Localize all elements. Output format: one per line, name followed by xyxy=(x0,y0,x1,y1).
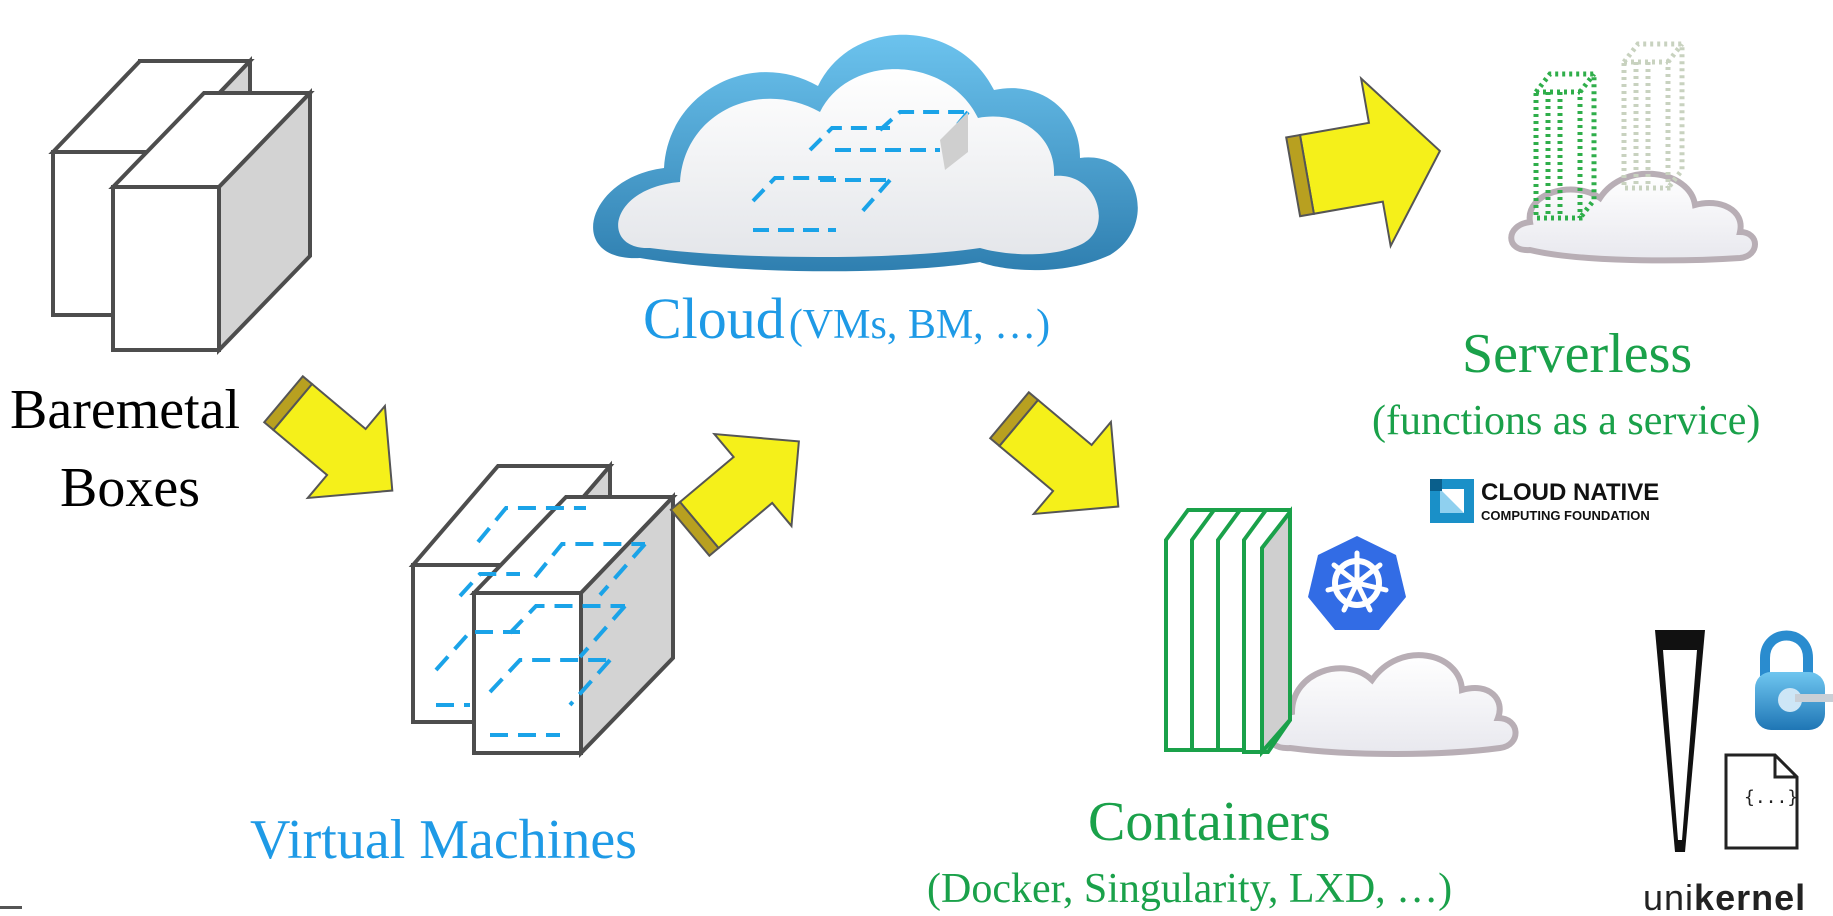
cloud-label-main: Cloud xyxy=(643,286,785,351)
arrow-baremetal-to-vm xyxy=(262,374,394,500)
containers-icon xyxy=(1164,506,1519,758)
baremetal-label-line2: Boxes xyxy=(60,457,200,519)
arrow-cloud-to-containers xyxy=(988,390,1120,516)
cncf-logo-line1: CLOUD NATIVE xyxy=(1481,479,1660,506)
containers-label: Containers xyxy=(1088,791,1331,853)
unikernel-bold: kernel xyxy=(1694,877,1807,916)
virtual-machines-icon xyxy=(408,460,678,758)
arrow-cloud-to-serverless xyxy=(1285,75,1442,250)
json-file-icon xyxy=(1724,753,1799,850)
kubernetes-icon xyxy=(1308,536,1406,630)
baremetal-boxes-icon xyxy=(48,56,315,355)
corner-mark xyxy=(0,906,22,909)
cloud-label-sub: (VMs, BM, …) xyxy=(788,302,1051,348)
unikernel-icon xyxy=(1655,630,1705,852)
serverless-label: Serverless xyxy=(1462,323,1693,385)
unikernel-wordmark: unikernel xyxy=(1643,880,1806,916)
baremetal-label-line1: Baremetal xyxy=(10,379,241,441)
serverless-icon xyxy=(1508,41,1758,264)
cncf-logo-line2: COMPUTING FOUNDATION xyxy=(1481,508,1650,523)
cloud-label: Cloud (VMs, BM, …) xyxy=(643,290,1050,348)
arrow-vm-to-cloud xyxy=(669,432,800,558)
cloud-icon xyxy=(593,34,1138,272)
virtual-machines-label: Virtual Machines xyxy=(250,809,637,871)
json-file-glyph: {...} xyxy=(1744,787,1799,808)
unikernel-prefix: uni xyxy=(1643,877,1695,916)
serverless-sublabel: (functions as a service) xyxy=(1372,398,1761,444)
cncf-logo-icon xyxy=(1430,479,1474,523)
lock-icon xyxy=(1755,630,1833,730)
containers-sublabel: (Docker, Singularity, LXD, …) xyxy=(927,866,1453,912)
